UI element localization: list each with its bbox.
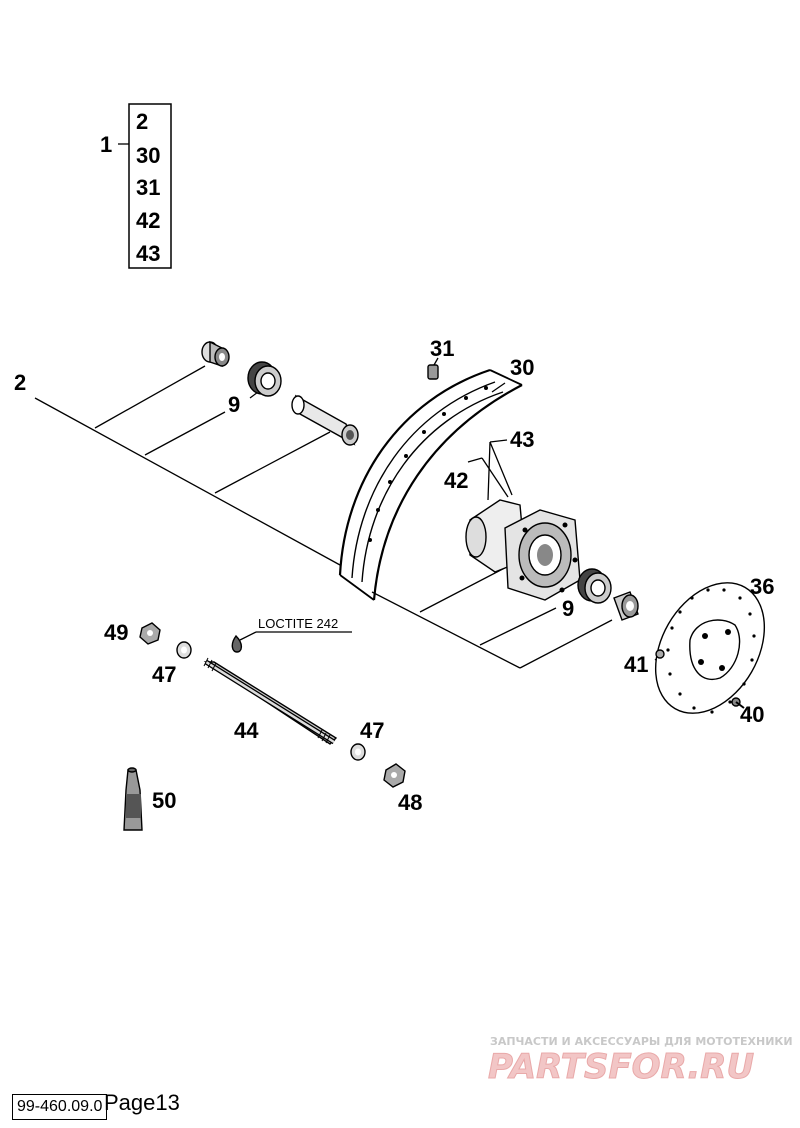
callout-36: 36 [750, 574, 774, 599]
callout-30: 30 [510, 355, 534, 380]
nut-right-part [383, 763, 406, 788]
callout-labels: 2 9 31 30 43 42 9 36 41 40 49 47 44 47 4… [14, 336, 774, 815]
page-number: Page13 [104, 1090, 180, 1115]
kit-item: 2 [136, 109, 148, 134]
nut-left-part [139, 622, 161, 645]
washer-right-part [350, 743, 366, 761]
callout-41: 41 [624, 652, 648, 677]
callout-42: 42 [444, 468, 468, 493]
callout-43: 43 [510, 427, 534, 452]
callout-44: 44 [234, 718, 259, 743]
loctite-drop-icon [231, 634, 243, 653]
kit-main-label: 1 [100, 132, 112, 157]
kit-item: 31 [136, 175, 160, 200]
callout-47: 47 [360, 718, 384, 743]
disc-washer-part [655, 649, 665, 659]
kit-legend: 1 2 30 31 42 43 [100, 103, 172, 269]
brake-disc-part [654, 582, 766, 714]
callout-9: 9 [228, 392, 240, 417]
callout-2: 2 [14, 370, 26, 395]
callout-48: 48 [398, 790, 422, 815]
callout-9: 9 [562, 596, 574, 621]
spacer-part [201, 340, 230, 367]
kit-item: 30 [136, 143, 160, 168]
washer-left-part [176, 641, 192, 659]
spoke-nipple-part [427, 364, 439, 380]
callout-49: 49 [104, 620, 128, 645]
assembly-lines [34, 357, 661, 669]
callout-50: 50 [152, 788, 176, 813]
kit-item: 42 [136, 208, 160, 233]
bearing-left-part [247, 361, 282, 397]
drawing-code: 99-460.09.0 [12, 1094, 108, 1120]
watermark: ЗАПЧАСТИ И АКСЕССУАРЫ ДЛЯ МОТОТЕХНИКИ PA… [488, 1035, 793, 1088]
hub-tube-part [291, 394, 359, 446]
disc-screw-part [731, 697, 745, 709]
kit-item: 43 [136, 241, 160, 266]
bearing-right-part [577, 568, 612, 604]
axle-part [203, 657, 338, 745]
spacer-right-part [613, 591, 639, 621]
watermark-brand: PARTSFOR.RU [488, 1047, 754, 1087]
loctite-bottle-part [123, 767, 143, 831]
loctite-label: LOCTITE 242 [258, 616, 338, 631]
rim-part [338, 368, 523, 601]
callout-31: 31 [430, 336, 454, 361]
watermark-tagline: ЗАПЧАСТИ И АКСЕССУАРЫ ДЛЯ МОТОТЕХНИКИ [490, 1035, 793, 1048]
wheel-hub-part [465, 499, 581, 601]
callout-47: 47 [152, 662, 176, 687]
callout-40: 40 [740, 702, 764, 727]
